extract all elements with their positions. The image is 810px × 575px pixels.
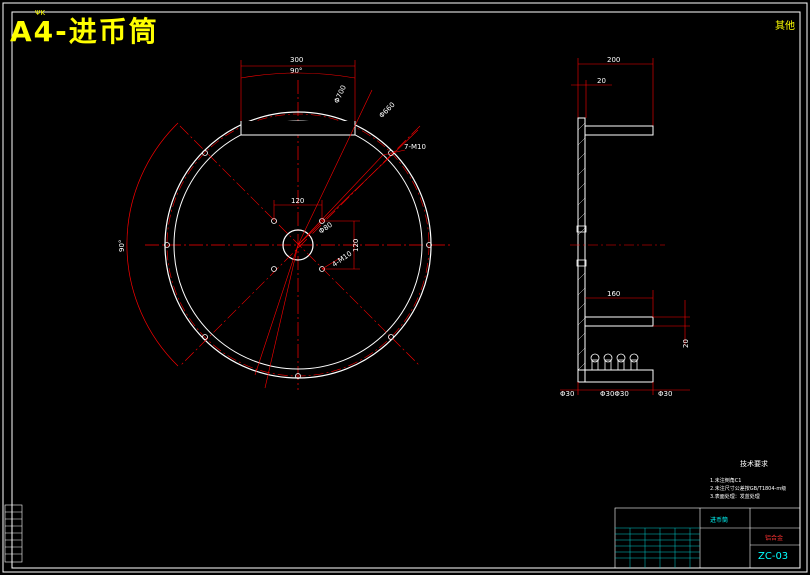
hub-circle: [282, 229, 314, 261]
dim-hub-vertical: 120: [352, 239, 360, 252]
dim-dia-right: Φ30: [658, 390, 672, 398]
outer-bolt-holes: [164, 150, 432, 379]
tech-requirements: 技术要求 1.未注倒角C1 2.未注尺寸公差按GB/T1804-m级 3.表面处…: [710, 459, 786, 500]
dim-total: 200: [607, 56, 620, 64]
dia-outer: Φ700: [333, 84, 348, 104]
side-view: 200 20: [560, 56, 690, 398]
cylinder-bottom-wall: [584, 316, 654, 327]
corner-tag: 其他: [775, 21, 795, 32]
dim-hub-spacing: 120: [291, 197, 304, 205]
dim-width-300: 300: [290, 56, 303, 64]
holes-outer: 7-M10: [404, 143, 426, 151]
inner-frame: [11, 11, 801, 569]
tech-line-3: 3.表面处理：发蓝处理: [710, 493, 760, 500]
dim-wall: 20: [597, 77, 606, 85]
drawing-number: ZC-03: [758, 551, 788, 562]
top-slot: [240, 121, 356, 136]
bolt-circle: [166, 113, 430, 377]
tech-heading: 技术要求: [740, 459, 768, 468]
left-angle-arc: [126, 122, 179, 367]
angle-left: 90°: [118, 240, 126, 252]
dim-dia-left: Φ30: [560, 390, 574, 398]
dim-right: 20: [682, 339, 690, 348]
margin-stamp: [4, 504, 23, 563]
holes-hub: 4-M10: [331, 250, 354, 269]
drawing-title: A4-进币筒: [10, 15, 159, 48]
tech-line-1: 1.未注倒角C1: [710, 477, 741, 484]
top-stamp: ΨΚ: [35, 9, 46, 17]
material: 铝合金: [765, 534, 783, 542]
dim-dia-mid: Φ30Φ30: [600, 390, 629, 398]
part-name: 进币筒: [710, 516, 728, 524]
title-block: [614, 507, 801, 569]
cylinder-top-wall: [584, 125, 654, 136]
front-view: 300 90° 90° Φ700 Φ660 7-M10 120 120 Φ80: [118, 56, 450, 390]
bottom-plate: [577, 369, 654, 383]
flange-plate: [577, 117, 586, 383]
dia-inner: Φ660: [378, 101, 397, 120]
dim-depth: 160: [607, 290, 620, 298]
bottom-bolts: [590, 353, 639, 371]
tech-line-2: 2.未注尺寸公差按GB/T1804-m级: [710, 485, 786, 492]
angle-top: 90°: [290, 67, 302, 75]
outer-circle: [164, 111, 432, 379]
